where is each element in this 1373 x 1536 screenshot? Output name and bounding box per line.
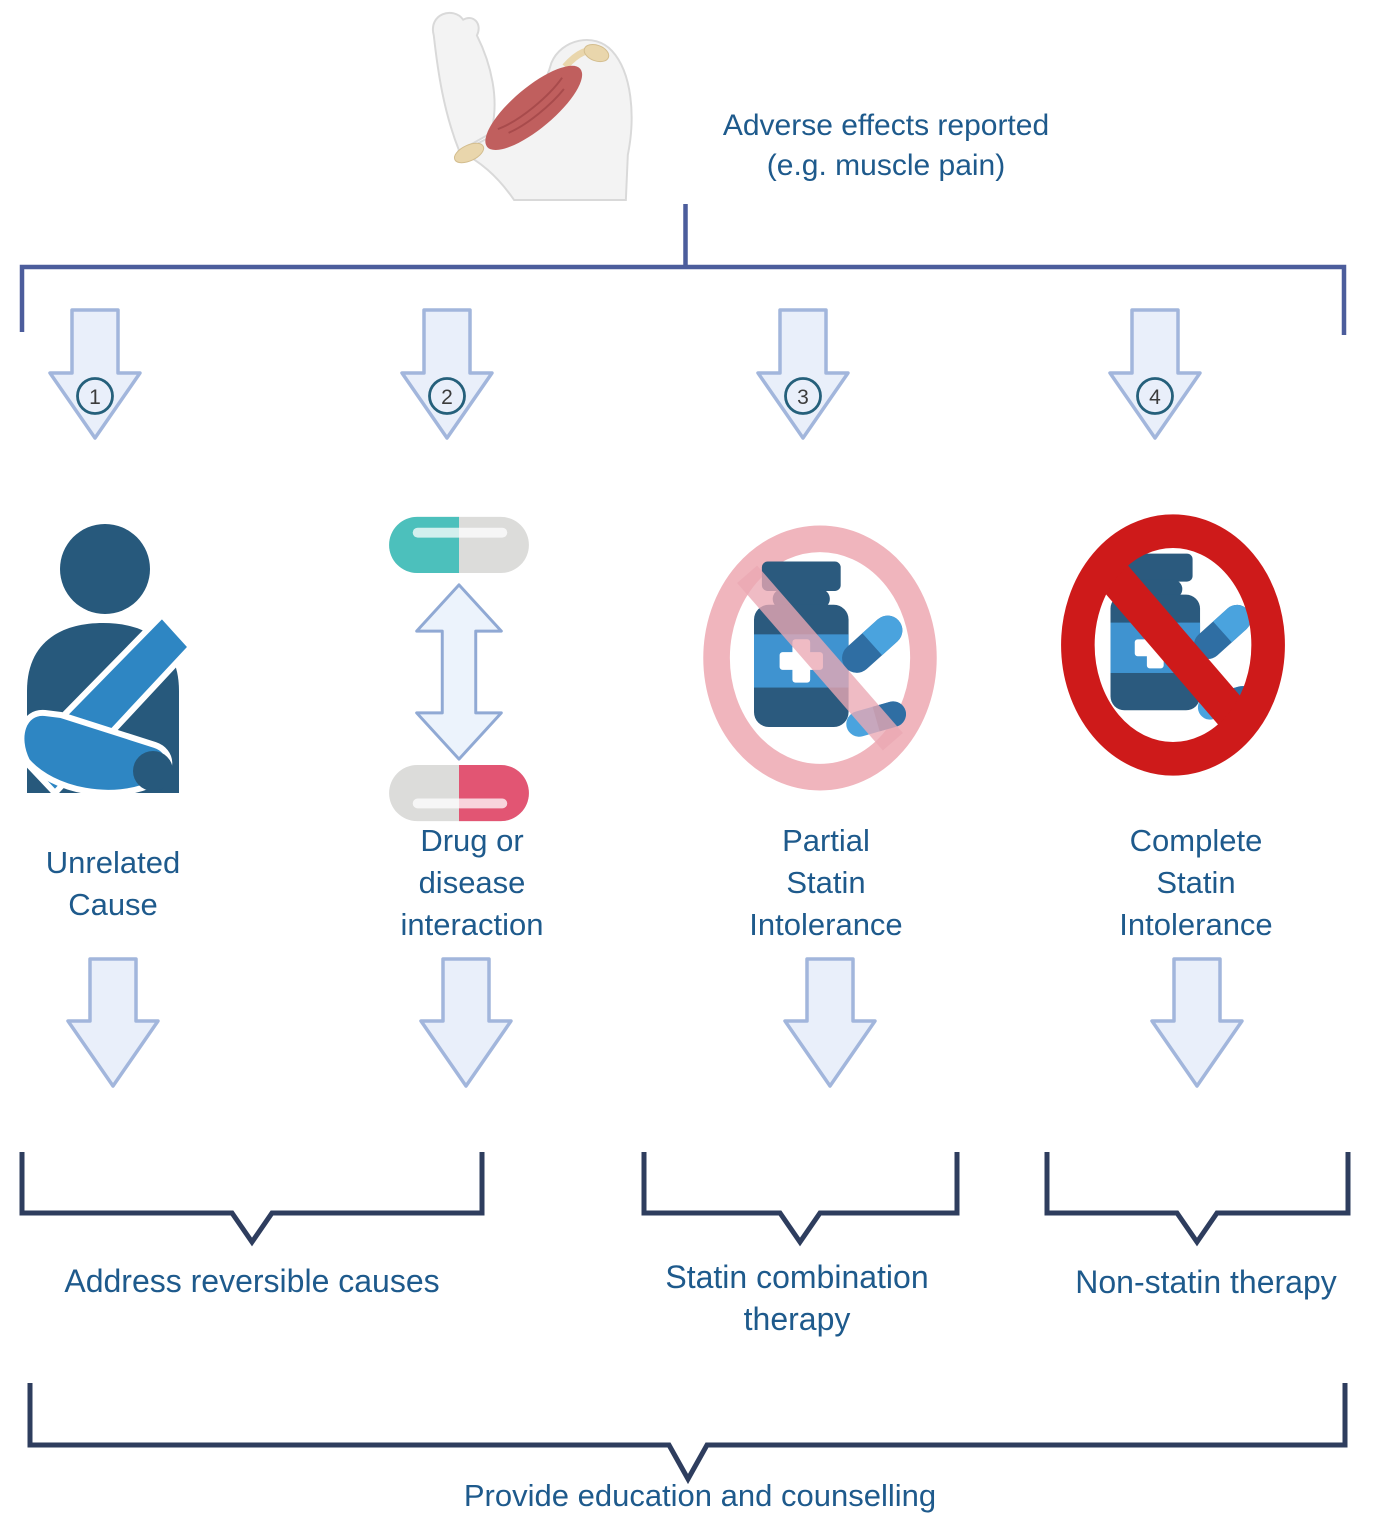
down-arrow-1 bbox=[66, 957, 160, 1088]
branch-split-line bbox=[19, 264, 1347, 335]
branch-number-4: 4 bbox=[1149, 386, 1161, 409]
outcome-label-statin-combination: Statin combination therapy bbox=[665, 1259, 929, 1337]
arm-muscle-illustration bbox=[431, 11, 633, 202]
bicep-muscle bbox=[485, 65, 583, 151]
bracket-statin-combination bbox=[641, 1152, 960, 1247]
number-badge-1 bbox=[76, 377, 114, 415]
branch-label-partial-intolerance: Partial Statin Intolerance bbox=[749, 823, 903, 942]
branch-arrow-4: 4 bbox=[1108, 308, 1202, 440]
down-arrow-2 bbox=[419, 957, 513, 1088]
prohibition-ring-red bbox=[1061, 514, 1285, 776]
number-badge-2 bbox=[428, 377, 466, 415]
loose-capsule-tilted bbox=[1193, 604, 1251, 660]
patient-arm-sling-icon bbox=[18, 524, 194, 796]
pill-bottle bbox=[754, 561, 906, 737]
person-head bbox=[60, 524, 150, 614]
bracket-reversible-causes bbox=[19, 1152, 485, 1247]
branch-arrow-2: 2 bbox=[400, 308, 494, 440]
capsule-top-highlight bbox=[412, 527, 508, 538]
down-arrow-3 bbox=[783, 957, 877, 1088]
person-hand bbox=[133, 751, 173, 791]
branch-label-drug-disease: Drug or disease interaction bbox=[400, 823, 544, 942]
page-title: Adverse effects reported (e.g. muscle pa… bbox=[636, 106, 1136, 186]
elbow-bone bbox=[453, 142, 485, 164]
shoulder-bone bbox=[583, 43, 610, 63]
branch-number-3: 3 bbox=[797, 386, 809, 409]
capsule-top-teal-half bbox=[389, 516, 459, 574]
bracket-education bbox=[27, 1383, 1348, 1485]
interaction-double-arrow bbox=[415, 583, 503, 761]
branch-arrow-3: 3 bbox=[756, 308, 850, 440]
title-line1: Adverse effects reported bbox=[722, 109, 1050, 142]
footer-education-counselling: Provide education and counselling bbox=[463, 1478, 937, 1513]
branch-arrow-1: 1 bbox=[48, 308, 142, 440]
branch-number-1: 1 bbox=[89, 386, 101, 409]
title-line2: (e.g. muscle pain) bbox=[766, 149, 1006, 182]
forearm-silhouette bbox=[431, 11, 496, 153]
down-arrow-4 bbox=[1150, 957, 1244, 1088]
bracket-non-statin bbox=[1044, 1152, 1351, 1247]
no-statin-partial-icon bbox=[703, 525, 937, 791]
prohibition-ring-pink bbox=[703, 525, 937, 791]
outcome-label-reversible-causes: Address reversible causes bbox=[64, 1263, 440, 1299]
branch-label-unrelated-cause: Unrelated Cause bbox=[45, 845, 181, 922]
loose-capsule-tilted bbox=[842, 615, 903, 673]
branch-label-complete-intolerance: Complete Statin Intolerance bbox=[1119, 823, 1273, 942]
capsule-bottom-pink-half bbox=[459, 765, 529, 822]
prohibition-bar-red bbox=[1090, 553, 1256, 737]
outcome-label-non-statin: Non-statin therapy bbox=[1075, 1264, 1337, 1300]
drug-interaction-capsules-icon bbox=[389, 516, 529, 822]
no-statin-complete-icon bbox=[1061, 514, 1285, 776]
capsule-bottom-highlight bbox=[412, 798, 508, 809]
branch-number-2: 2 bbox=[441, 386, 453, 409]
number-badge-3 bbox=[784, 377, 822, 415]
prohibition-bar-pink bbox=[737, 565, 903, 751]
number-badge-4 bbox=[1136, 377, 1174, 415]
